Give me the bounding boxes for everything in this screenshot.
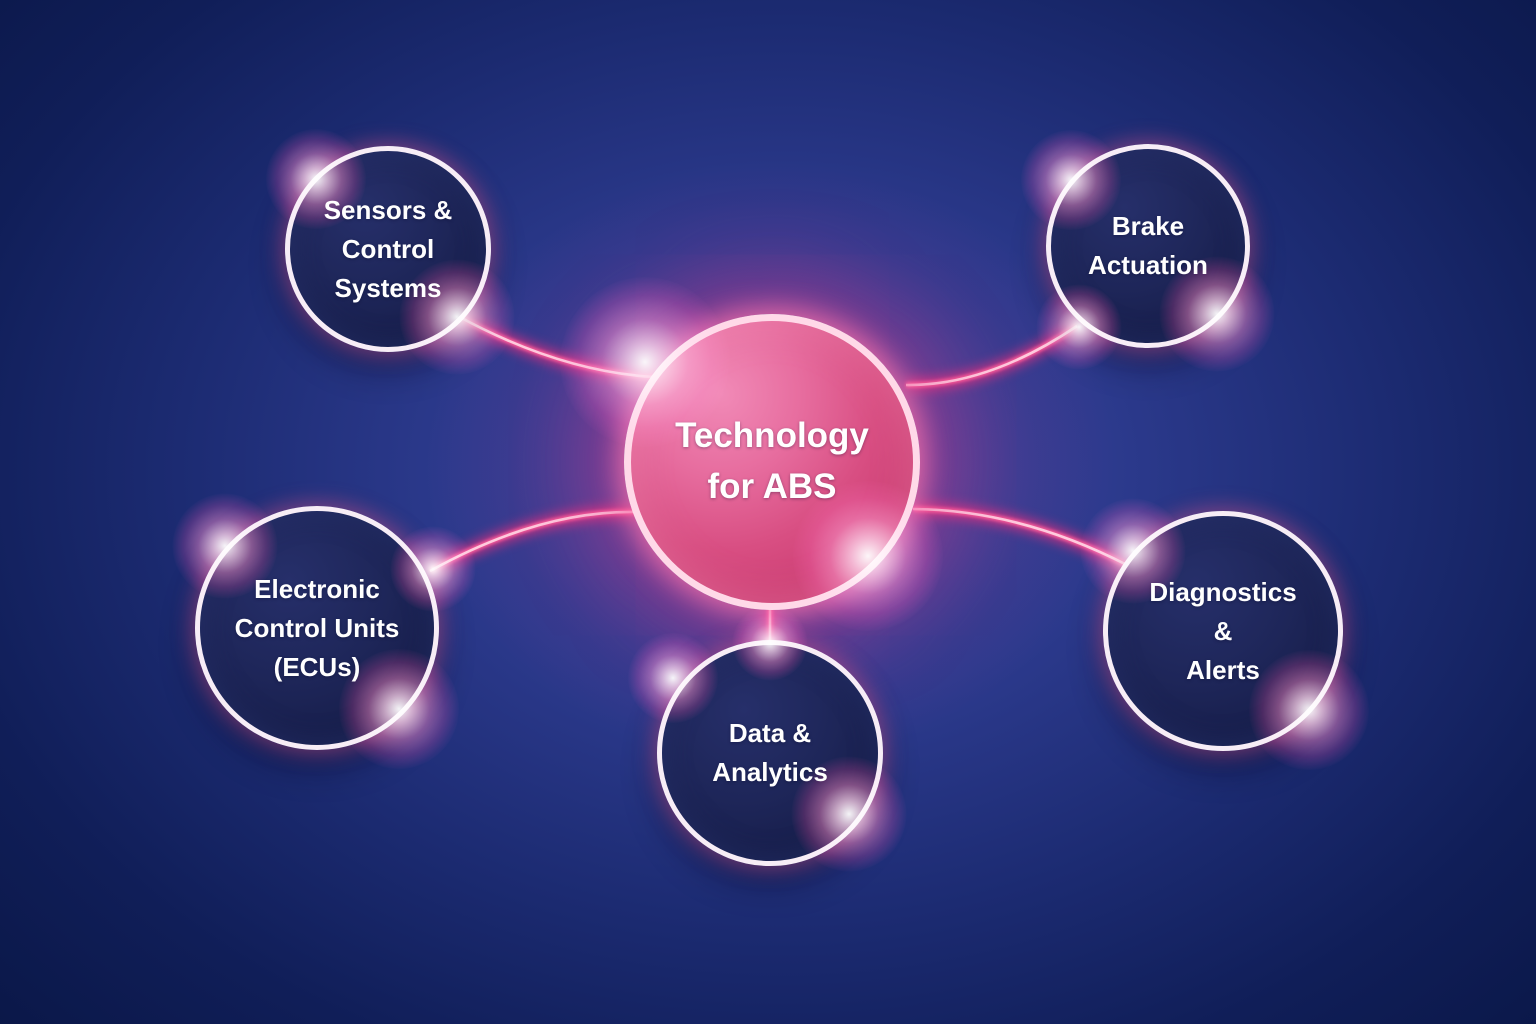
connector-ecu-to-center xyxy=(427,505,638,577)
node-electronic-control-units: Electronic Control Units (ECUs) xyxy=(195,506,439,750)
node-data-analytics: Data & Analytics xyxy=(657,640,883,866)
node-technology-for-abs: Technology for ABS xyxy=(624,314,920,610)
node-diagnostics-alerts-label: Diagnostics & Alerts xyxy=(1149,576,1297,685)
node-brake-actuation: Brake Actuation xyxy=(1046,144,1250,348)
node-sensors-control-systems-label: Sensors & Control Systems xyxy=(323,194,453,303)
connector-diagnostics-to-center xyxy=(912,503,1130,571)
node-diagnostics-alerts: Diagnostics & Alerts xyxy=(1103,511,1343,751)
connector-sensors-to-center xyxy=(453,309,656,383)
node-technology-for-abs-label: Technology for ABS xyxy=(675,416,869,506)
node-electronic-control-units-label: Electronic Control Units (ECUs) xyxy=(234,573,400,682)
node-brake-actuation-label: Brake Actuation xyxy=(1088,211,1208,280)
node-sensors-control-systems: Sensors & Control Systems xyxy=(285,146,491,352)
node-data-analytics-label: Data & Analytics xyxy=(712,718,828,787)
connector-brake-to-center xyxy=(905,321,1081,392)
